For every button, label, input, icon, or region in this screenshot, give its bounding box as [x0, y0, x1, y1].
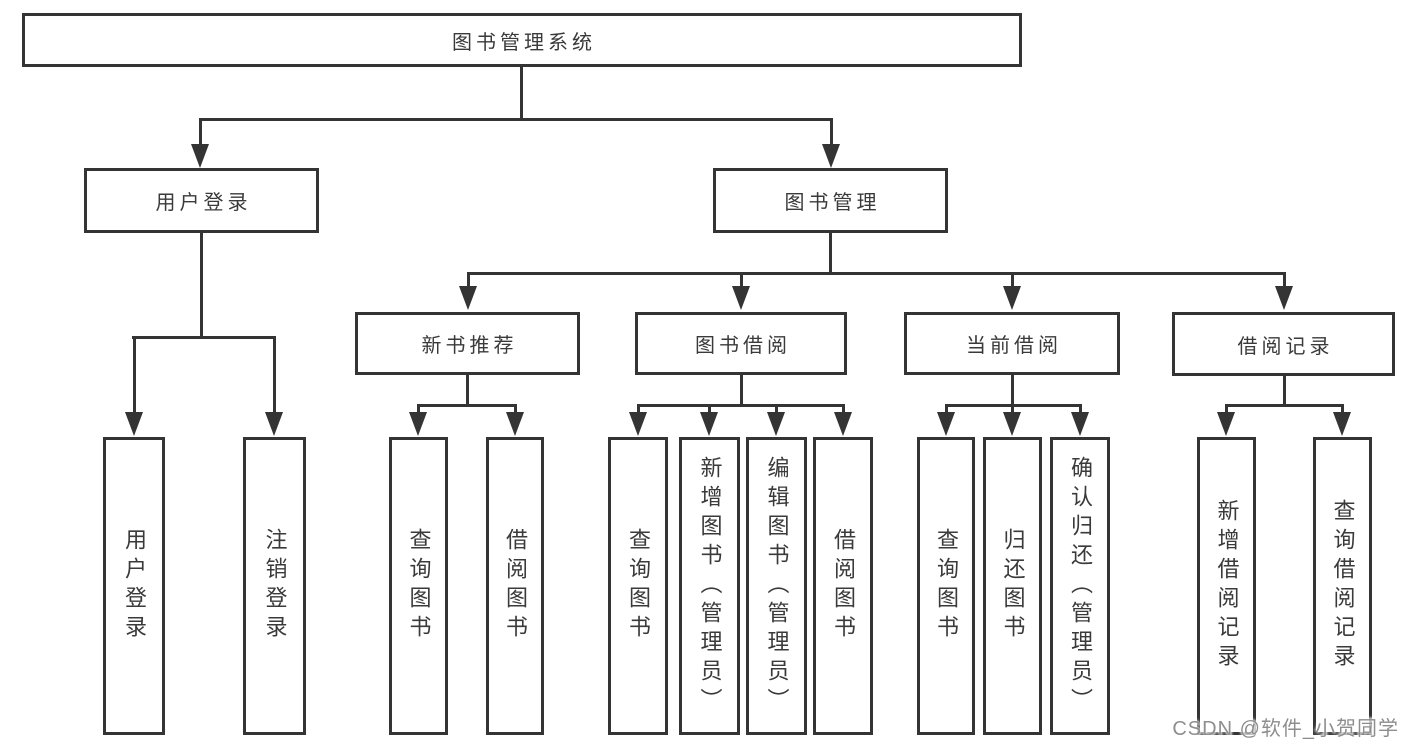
leaf-logout: 注销登录: [243, 437, 306, 735]
connector-line: [829, 233, 832, 275]
connector-line: [1011, 272, 1014, 288]
arrow-down-icon: [265, 412, 283, 436]
csdn-watermark: CSDN @软件_小贺同学: [1172, 718, 1399, 740]
connector-line: [1225, 404, 1228, 416]
arrow-down-icon: [1333, 412, 1351, 436]
node-new-book-recommendation: 新书推荐: [355, 312, 580, 375]
leaf-query-books-borrowing: 查询图书: [608, 437, 668, 735]
arrow-down-icon: [767, 412, 785, 436]
connector-line: [273, 336, 276, 414]
connector-line: [740, 272, 743, 288]
connector-line: [514, 404, 517, 416]
leaf-return-book: 归还图书: [983, 437, 1042, 735]
connector-line: [830, 118, 833, 146]
connector-line: [199, 118, 833, 121]
node-book-management: 图书管理: [713, 168, 948, 233]
connector-line: [1011, 404, 1014, 416]
arrow-down-icon: [506, 412, 524, 436]
connector-line: [200, 233, 203, 339]
node-book-borrowing: 图书借阅: [635, 312, 847, 375]
connector-line: [466, 374, 469, 406]
connector-line: [1283, 272, 1286, 288]
arrow-down-icon: [700, 412, 718, 436]
connector-line: [132, 336, 276, 339]
arrow-down-icon: [125, 412, 143, 436]
connector-line: [1079, 404, 1082, 416]
arrow-down-icon: [834, 412, 852, 436]
connector-line: [1283, 374, 1286, 406]
connector-line: [1341, 404, 1344, 416]
arrow-down-icon: [1275, 286, 1293, 310]
arrow-down-icon: [732, 286, 750, 310]
arrow-down-icon: [1003, 286, 1021, 310]
connector-line: [637, 404, 845, 407]
arrow-down-icon: [409, 412, 427, 436]
arrow-down-icon: [459, 286, 477, 310]
node-user-login: 用户登录: [84, 168, 319, 233]
leaf-borrow-books-recommend: 借阅图书: [486, 437, 544, 735]
leaf-user-login: 用户登录: [103, 437, 165, 735]
connector-line: [945, 404, 948, 416]
connector-line: [637, 404, 640, 416]
connector-line: [467, 272, 470, 288]
leaf-confirm-return-admin: 确认归还（管理员）: [1050, 437, 1110, 735]
connector-line: [133, 336, 136, 414]
node-current-borrowing: 当前借阅: [904, 312, 1120, 375]
arrow-down-icon: [1217, 412, 1235, 436]
connector-line: [417, 404, 420, 416]
connector-line: [467, 272, 1285, 275]
arrow-down-icon: [1071, 412, 1089, 436]
leaf-query-borrow-record: 查询借阅记录: [1313, 437, 1372, 735]
connector-line: [842, 404, 845, 416]
connector-line: [775, 404, 778, 416]
arrow-down-icon: [937, 412, 955, 436]
arrow-down-icon: [1003, 412, 1021, 436]
connector-line: [1225, 404, 1344, 407]
leaf-add-borrow-record: 新增借阅记录: [1197, 437, 1256, 735]
leaf-query-books-current: 查询图书: [917, 437, 975, 735]
leaf-borrow-books-borrowing: 借阅图书: [813, 437, 873, 735]
leaf-query-books-recommend: 查询图书: [389, 437, 448, 735]
node-borrowing-records: 借阅记录: [1172, 312, 1395, 376]
connector-line: [520, 67, 523, 120]
node-library-management-system: 图书管理系统: [22, 13, 1022, 67]
connector-line: [1011, 374, 1014, 406]
connector-line: [417, 404, 517, 407]
connector-line: [199, 118, 202, 146]
leaf-edit-book-admin: 编辑图书（管理员）: [746, 437, 807, 735]
connector-line: [708, 404, 711, 416]
arrow-down-icon: [191, 144, 209, 168]
connector-line: [740, 374, 743, 406]
leaf-add-book-admin: 新增图书（管理员）: [679, 437, 740, 735]
arrow-down-icon: [629, 412, 647, 436]
arrow-down-icon: [822, 144, 840, 168]
